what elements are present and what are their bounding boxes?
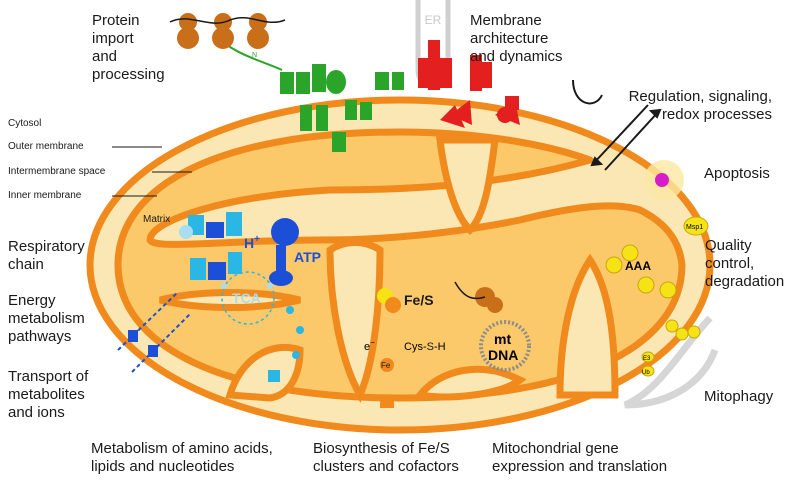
atp-synthase xyxy=(269,218,299,286)
ubiquitin-chain xyxy=(641,319,701,377)
fes-label: Fe/S xyxy=(404,292,434,308)
label-mitophagy: Mitophagy xyxy=(704,388,774,405)
mitophagy-membrane xyxy=(623,315,719,409)
transcript-strand xyxy=(454,281,486,300)
electron-label: e− xyxy=(364,338,375,353)
crista-fold xyxy=(556,253,619,399)
membrane-carrier xyxy=(128,330,138,342)
leader-lines xyxy=(112,146,192,197)
mt-label: mt xyxy=(494,331,511,347)
crista-fold xyxy=(225,343,304,402)
label-quality-control: Quality control, degradation xyxy=(705,237,785,290)
label-apoptosis: Apoptosis xyxy=(704,165,770,182)
membrane-carrier xyxy=(148,345,158,357)
membrane-carrier xyxy=(268,370,280,382)
tca-label: TCA xyxy=(232,290,261,306)
label-cytosol: Cytosol xyxy=(8,118,42,129)
label-energy-metabolism: Energy metabolism pathways xyxy=(8,292,85,345)
apoptosis-pore xyxy=(655,173,669,187)
label-protein-import: Protein import and processing xyxy=(92,12,165,83)
fe-label: Fe xyxy=(381,361,391,370)
aaa-label: AAA xyxy=(625,259,651,273)
aaa-protease-icon xyxy=(605,244,677,299)
label-outer-membrane: Outer membrane xyxy=(8,141,84,152)
ub-label: Ub xyxy=(642,370,650,376)
fe-ion-icon xyxy=(380,358,394,372)
label-respiratory-chain: Respiratory chain xyxy=(8,238,85,273)
ribosome-group xyxy=(177,13,269,49)
respiratory-chain xyxy=(179,212,242,280)
cysteine-label: Cys-S-H xyxy=(404,341,446,353)
red-membrane-complex xyxy=(418,40,520,128)
label-membrane-architecture: Membrane architecture and dynamics xyxy=(470,12,563,65)
label-metabolism-amino: Metabolism of amino acids, lipids and nu… xyxy=(91,440,273,475)
label-gene-expression: Mitochondrial gene expression and transl… xyxy=(492,440,668,475)
e3-label: E3 xyxy=(643,356,651,362)
mtdna-circle xyxy=(479,320,531,372)
atp-label: ATP xyxy=(294,249,321,265)
er-label: ER xyxy=(425,13,442,27)
crista-fold xyxy=(326,239,384,403)
msp1-icon xyxy=(683,216,709,236)
green-import-complexes xyxy=(280,64,404,152)
fes-cluster-icon xyxy=(377,288,401,313)
label-intermembrane-space: Intermembrane space xyxy=(8,166,106,177)
h-plus-label: H+ xyxy=(244,234,260,251)
label-regulation: Regulation, signaling, redox processes xyxy=(628,88,772,123)
crista-fold xyxy=(413,365,527,401)
label-biosynthesis-fes: Biosynthesis of Fe/S clusters and cofact… xyxy=(313,440,459,475)
label-inner-membrane: Inner membrane xyxy=(8,190,82,201)
label-transport: Transport of metabolites and ions xyxy=(8,368,89,421)
msp1-label: Msp1 xyxy=(686,224,703,231)
mrna-strand xyxy=(169,16,286,24)
n-terminus-label: N xyxy=(252,52,257,59)
dna-label: DNA xyxy=(488,347,518,363)
label-matrix: Matrix xyxy=(143,214,171,225)
tca-cycle xyxy=(221,271,304,359)
crista-fold xyxy=(436,136,499,235)
iron-importer xyxy=(380,396,394,408)
regulation-arrows xyxy=(572,79,662,171)
crista-fold xyxy=(159,289,301,311)
